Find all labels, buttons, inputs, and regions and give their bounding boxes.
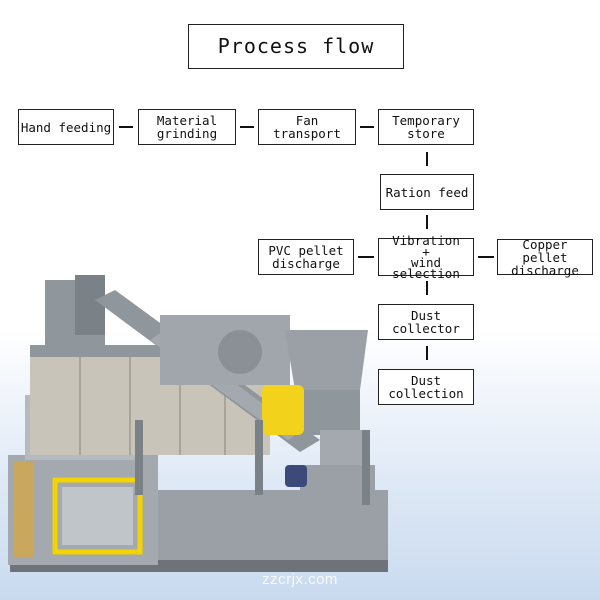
page-title: Process flow (188, 24, 404, 69)
connector (478, 256, 494, 258)
step-dust-collector: Dust collector (378, 304, 474, 340)
connector (358, 256, 374, 258)
step-dust-collection: Dust collection (378, 369, 474, 405)
connector (426, 346, 428, 360)
crusher (285, 330, 368, 390)
step-vibration-wind-selection: Vibration + wind selection (378, 234, 474, 280)
connector (119, 126, 133, 128)
yellow-frame (52, 477, 143, 555)
step-ration-feed: Ration feed (380, 174, 474, 210)
step-fan-transport: Fan transport (258, 109, 356, 145)
yellow-motor (262, 385, 304, 435)
connector (426, 281, 428, 295)
connector (426, 152, 428, 166)
watermark: zzcrjx.com (262, 571, 338, 588)
step-hand-feeding: Hand feeding (18, 109, 114, 145)
step-material-grinding: Material grinding (138, 109, 236, 145)
connector (360, 126, 374, 128)
connector (240, 126, 254, 128)
fan-housing (218, 330, 262, 374)
connector (426, 215, 428, 229)
step-pvc-pellet-discharge: PVC pellet discharge (258, 239, 354, 275)
step-temporary-store: Temporary store (378, 109, 474, 145)
blue-motor (285, 465, 307, 487)
step-copper-pellet-discharge: Copper pellet discharge (497, 238, 593, 277)
